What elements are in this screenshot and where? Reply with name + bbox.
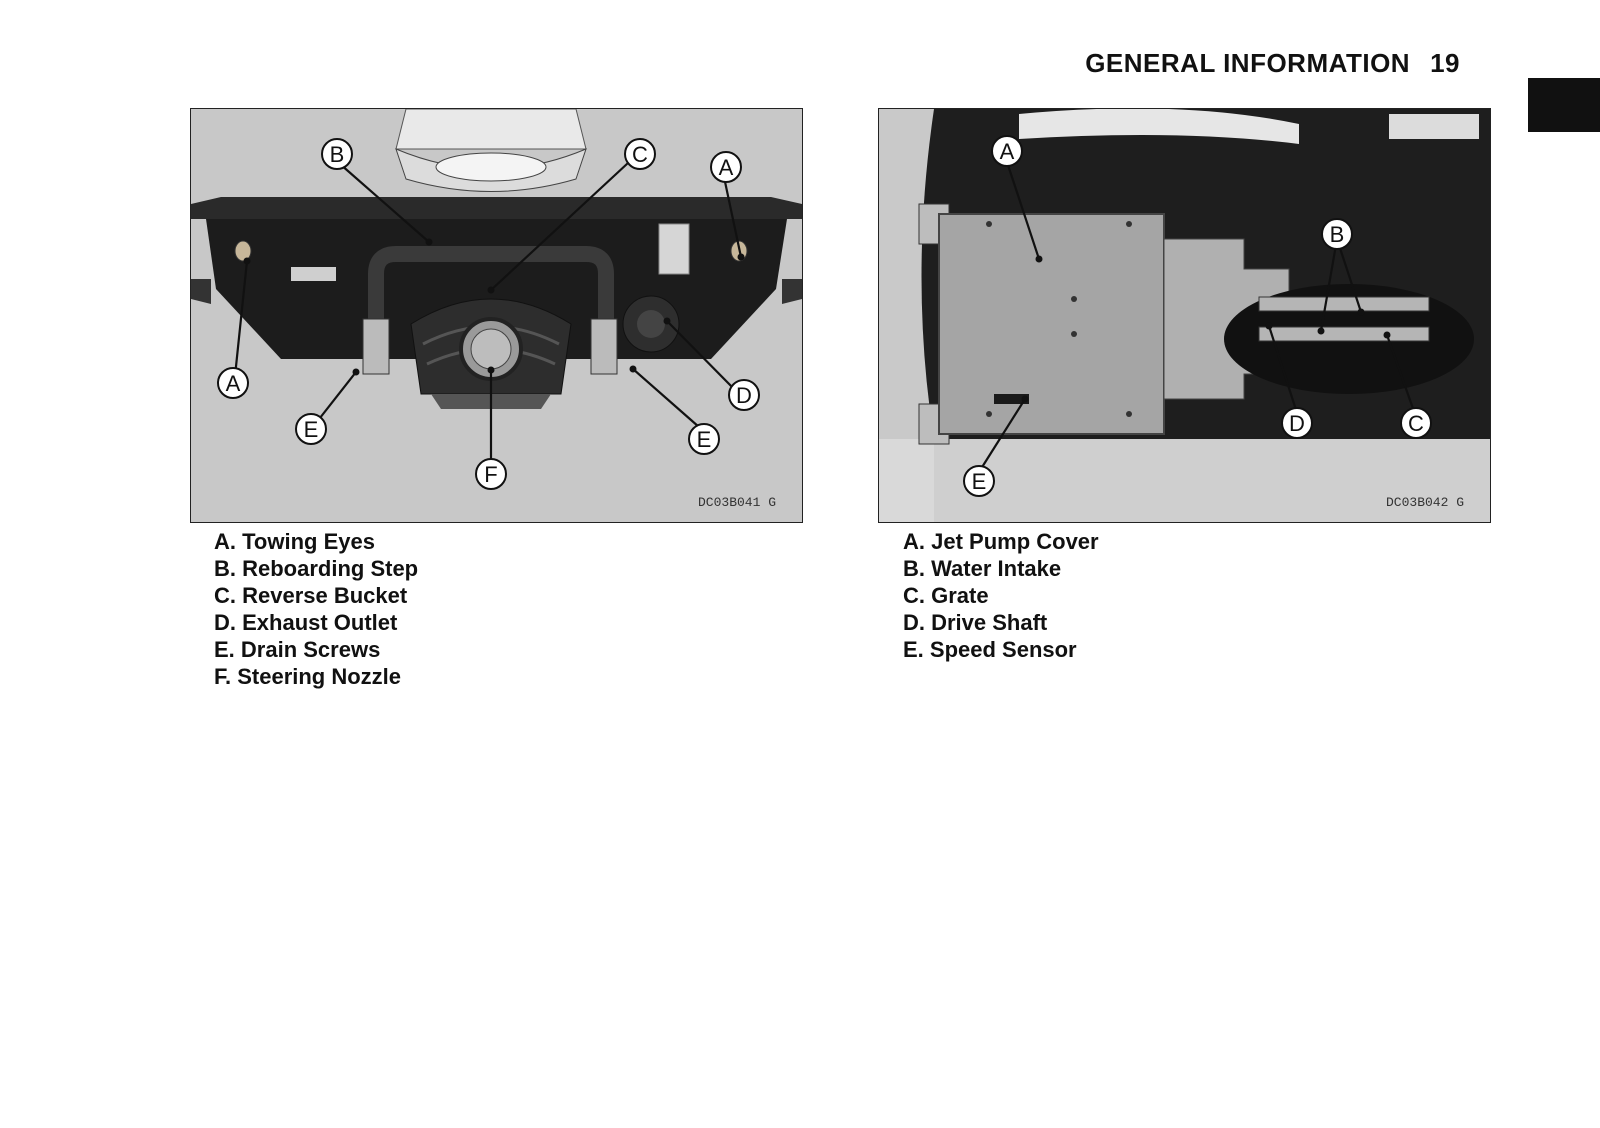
underside-view-illustration: A B D C E [879,109,1490,522]
legend-item: C. Reverse Bucket [214,583,408,608]
figure-code: DC03B042 G [1385,495,1464,510]
callout-a-label: A [719,155,734,180]
figure-code: DC03B041 G [697,495,776,510]
callout-b-label: B [1330,222,1345,247]
page-header: GENERAL INFORMATION 19 [1085,48,1460,79]
legend-item: D. Exhaust Outlet [214,610,398,635]
legend-item: B. Water Intake [903,556,1062,581]
callout-f-label: F [484,462,497,487]
rear-view-illustration: B C A A D E E F [191,109,802,490]
legend-item: B. Reboarding Step [214,556,419,581]
callout-a-label: A [1000,139,1015,164]
callout-d-label: D [736,383,752,408]
chapter-tab-marker [1528,78,1600,132]
legend-item: A. Towing Eyes [214,529,375,554]
legend-item: E. Drain Screws [214,637,381,662]
callout-b: B [1321,218,1353,250]
legend-item: F. Steering Nozzle [214,664,402,689]
legend-item: D. Drive Shaft [903,610,1048,635]
callout-b-label: B [330,142,345,167]
callout-c-label: C [1408,411,1424,436]
figure-underside-view: A B D C E DC03B042 G [878,108,1491,523]
callout-e-label: E [697,427,712,452]
section-title: GENERAL INFORMATION [1085,48,1411,78]
callout-d: D [1281,407,1313,439]
callout-a: A [991,135,1023,167]
callout-d: D [728,379,760,411]
callout-c: C [1400,407,1432,439]
callout-e-label: E [972,469,987,494]
figure2-legend: A. Jet Pump Cover B. Water Intake C. Gra… [903,528,1099,663]
callout-e: E [963,465,995,497]
legend-item: E. Speed Sensor [903,637,1077,662]
callout-c-label: C [632,142,648,167]
callout-d-label: D [1289,411,1305,436]
legend-item: A. Jet Pump Cover [903,529,1099,554]
legend-item: C. Grate [903,583,989,608]
callout-b: B [321,138,353,170]
callout-a-left: A [217,367,249,399]
callout-f: F [475,458,507,490]
page-number: 19 [1430,48,1460,78]
callout-a-right: A [710,151,742,183]
callout-e-left: E [295,413,327,445]
figure-rear-view: B C A A D E E F DC03B041 G [190,108,803,523]
figure1-legend: A. Towing Eyes B. Reboarding Step C. Rev… [214,528,418,690]
callout-e-label: E [304,417,319,442]
callout-e-right: E [688,423,720,455]
callout-a-label: A [226,371,241,396]
callout-c: C [624,138,656,170]
